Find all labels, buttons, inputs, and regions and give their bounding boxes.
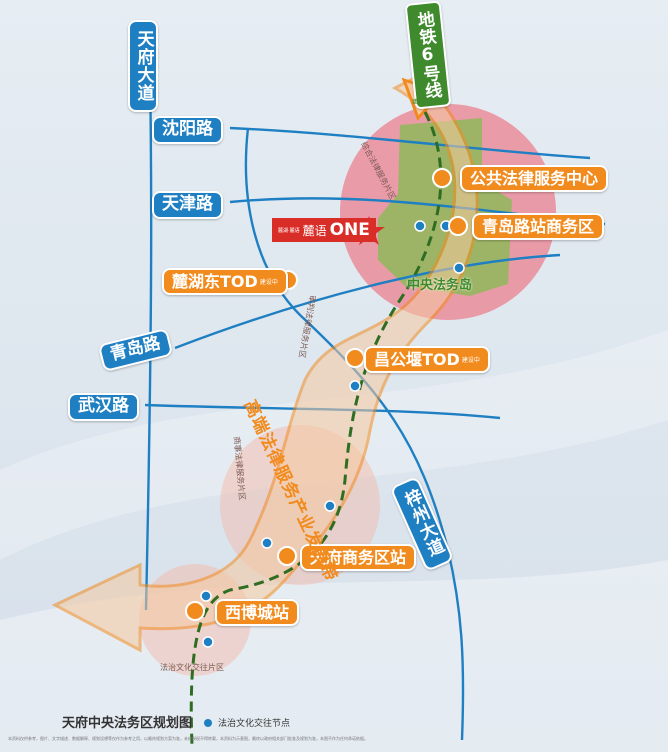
culture-node [200, 590, 212, 602]
station-dot-xibo [185, 601, 205, 621]
station-status: 建设中 [259, 278, 278, 286]
station-dot-tianfu-cbd [277, 546, 297, 566]
road-network [144, 69, 606, 741]
station-dot-changgongyan [345, 348, 365, 368]
culture-node [324, 500, 336, 512]
station-dot-qingdao-rd [448, 216, 468, 236]
project-logo: 麓湖·麓语 麓语 ONE [272, 218, 376, 242]
station-label-xibo: 西博城站 [215, 599, 300, 627]
metro-line-6-sub: 建设中 [411, 97, 431, 106]
legend-label: 法治文化交往节点 [218, 719, 291, 729]
central-zone-label: 中央法务岛 [407, 278, 473, 293]
station-status: 建设中 [461, 356, 480, 364]
culture-node [202, 636, 214, 648]
zone-label-culture: 法治文化交往片区 [160, 663, 224, 672]
culture-node [414, 220, 426, 232]
road-label-wuhan: 武汉路 [68, 393, 139, 421]
road-shenyang-line [229, 126, 591, 160]
station-name: 西博城站 [225, 603, 290, 622]
station-name: 公共法律服务中心 [470, 169, 599, 188]
road-qingdao-line [174, 253, 561, 350]
road-diagonal-line [244, 127, 450, 551]
station-dots [185, 168, 468, 621]
station-name: 青岛路站商务区 [482, 217, 595, 236]
map-legend: 法治文化交往节点 [204, 716, 290, 729]
road-label-tianfu: 天府大道 [128, 20, 158, 112]
project-name: ONE [329, 220, 370, 240]
road-tianfu-line [144, 69, 153, 611]
legend-dot-icon [204, 718, 212, 727]
metro-line-6 [189, 111, 443, 746]
map-footnote: 本资料仅供参考，图片、文字描述、数据解释、规划设想等仅作为参考之用，以最终规划方… [8, 736, 368, 741]
station-name: 昌公堰TOD [374, 350, 460, 369]
project-tiny: 麓湖·麓语 [278, 227, 300, 234]
station-name: 麓湖东TOD [172, 272, 258, 291]
project-brand: 麓语 [302, 223, 327, 238]
road-zizhou-line [446, 549, 465, 741]
station-label-public-legal: 公共法律服务中心 [460, 165, 609, 193]
culture-node [261, 537, 273, 549]
map-title: 天府中央法务区规划图 [62, 716, 193, 731]
road-label-tianjin: 天津路 [152, 191, 223, 219]
station-name: 天府商务区站 [310, 548, 407, 567]
station-dot-public-legal [432, 168, 452, 188]
station-label-qingdao-rd: 青岛路站商务区 [472, 213, 605, 241]
station-label-tianfu-cbd: 天府商务区站 [300, 544, 417, 572]
culture-node [453, 262, 465, 274]
road-label-shenyang: 沈阳路 [152, 116, 223, 144]
culture-node [349, 380, 361, 392]
